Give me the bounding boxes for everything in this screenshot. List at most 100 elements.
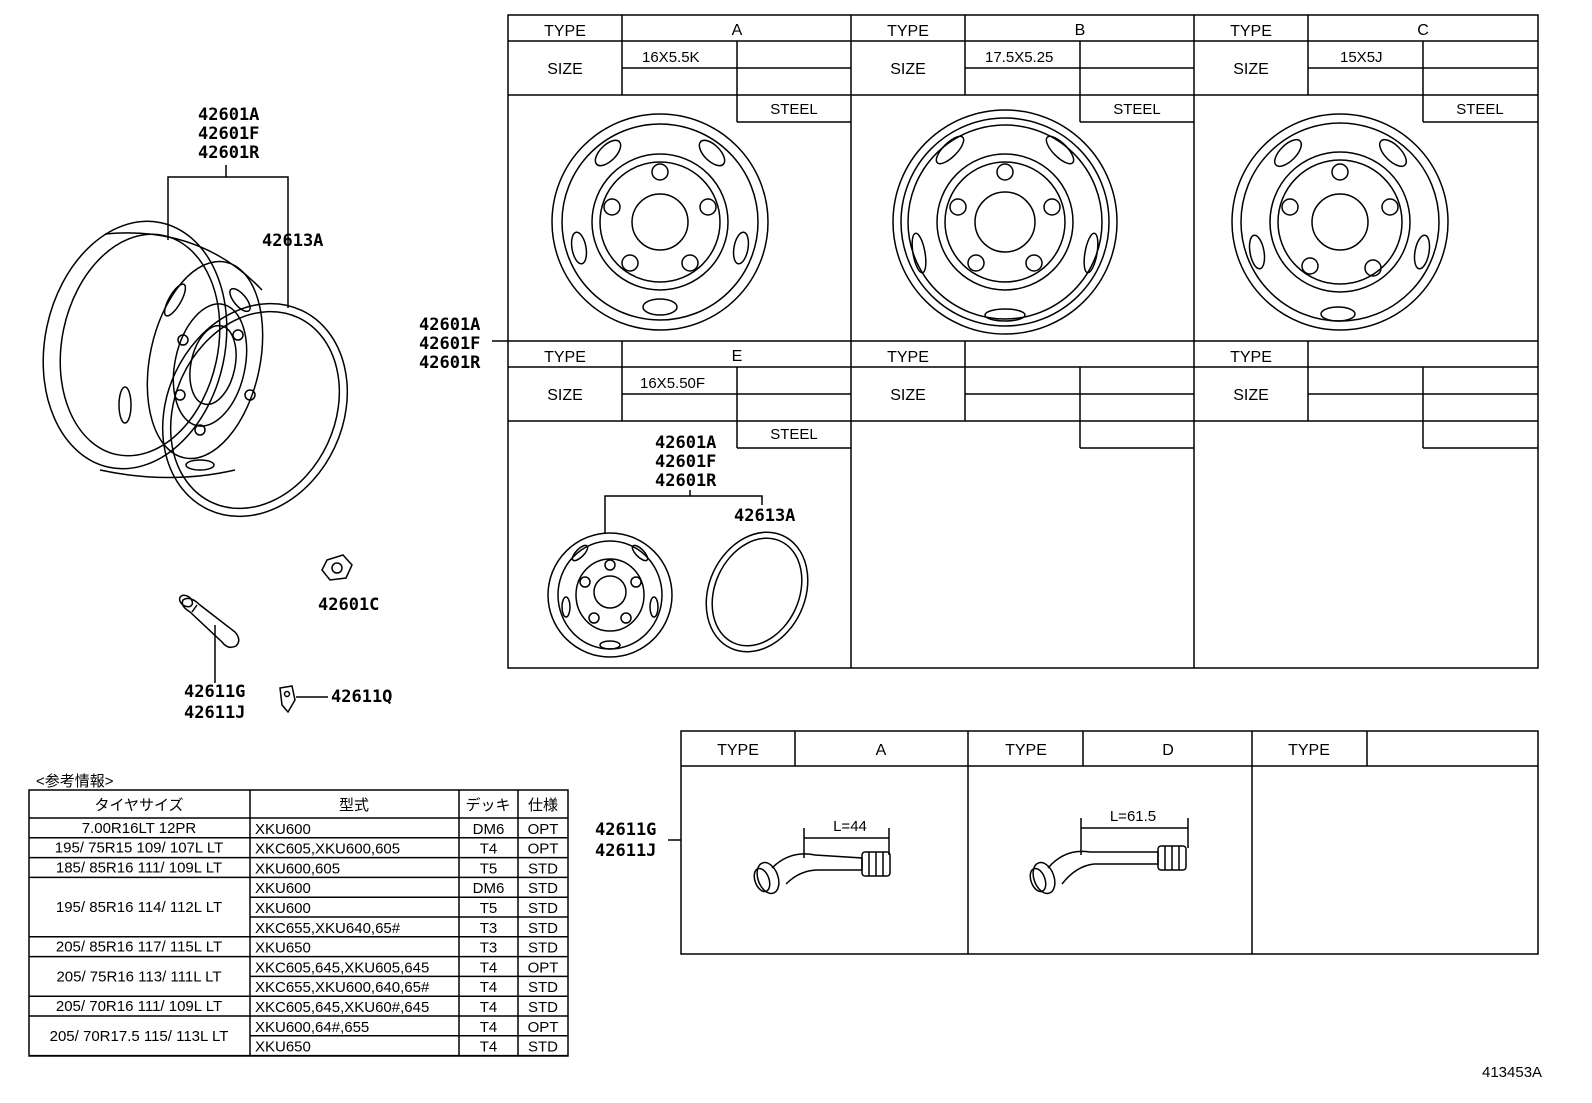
ref-tire-size-cell: 205/ 85R16 117/ 115L LT xyxy=(56,939,222,956)
ref-header-model: 型式 xyxy=(339,797,369,814)
cell-b-type-header: TYPE xyxy=(887,23,929,40)
wheel-a-drawing xyxy=(551,113,769,331)
wheel-c-drawing xyxy=(1231,113,1449,331)
cell-b-type-value: B xyxy=(1075,22,1086,39)
ref-deck-cell: T3 xyxy=(480,920,498,937)
flange-ring-drawing xyxy=(161,302,349,518)
cell-grid-c xyxy=(1194,15,1538,123)
ref-model-cell: XKU600,64#,655 xyxy=(255,1019,369,1036)
table-callout-part-2[interactable]: 42601F xyxy=(419,334,480,354)
valve-cell-a-type-value: A xyxy=(876,742,887,759)
table-callout-part-3[interactable]: 42601R xyxy=(419,353,481,373)
ref-model-cell: XKU600 xyxy=(255,821,311,838)
wheel-e-sub-assembly: 42601A 42601F 42601R 42613A xyxy=(547,433,809,658)
nut-part-number[interactable]: 42601C xyxy=(318,595,379,615)
table-callout-part-1[interactable]: 42601A xyxy=(419,315,480,335)
ref-tire-size-cell: 205/ 70R16 111/ 109L LT xyxy=(56,998,222,1015)
cell-e-sub-part-2[interactable]: 42601F xyxy=(655,452,716,472)
figure-id: 413453A xyxy=(1482,1064,1542,1081)
cell-c-size-header: SIZE xyxy=(1233,61,1269,78)
ref-tire-size-cell: 205/ 75R16 113/ 111L LT xyxy=(56,968,221,985)
ref-model-cell: XKU600 xyxy=(255,900,311,917)
cell-grid-blank-2 xyxy=(1194,341,1538,449)
cell-e-type-value: E xyxy=(732,348,743,365)
cell-blank1-size-header: SIZE xyxy=(890,387,926,404)
ref-deck-cell: DM6 xyxy=(473,821,505,838)
valve-a-drawing: L=44 xyxy=(753,818,891,895)
ref-model-cell: XKU650 xyxy=(255,1039,311,1056)
valve-callout-part-2[interactable]: 42611J xyxy=(595,841,656,861)
cell-blank2-size-header: SIZE xyxy=(1233,387,1269,404)
cell-grid-blank-1 xyxy=(851,341,1194,449)
valve-cell-a-type-header: TYPE xyxy=(717,742,759,759)
cell-grid-b xyxy=(851,15,1194,123)
valve-a-length-label: L=44 xyxy=(833,818,867,835)
cell-e-size-header: SIZE xyxy=(547,387,583,404)
ref-model-cell: XKC605,645,XKU60#,645 xyxy=(255,999,429,1016)
cell-e-material: STEEL xyxy=(770,426,818,443)
ref-deck-cell: T4 xyxy=(480,959,498,976)
cell-b-material: STEEL xyxy=(1113,101,1161,118)
ref-spec-cell: STD xyxy=(528,900,558,917)
ref-tire-size-cell: 195/ 85R16 114/ 112L LT xyxy=(56,899,222,916)
wheel-part-number-3[interactable]: 42601R xyxy=(198,143,260,163)
ref-tire-size-cell: 195/ 75R15 109/ 107L LT xyxy=(55,840,223,857)
ref-model-cell: XKC605,XKU600,605 xyxy=(255,841,400,858)
ref-deck-cell: T3 xyxy=(480,940,498,957)
ref-spec-cell: OPT xyxy=(528,841,559,858)
cell-e-sub-part-1[interactable]: 42601A xyxy=(655,433,716,453)
ref-model-cell: XKU600,605 xyxy=(255,860,340,877)
wheel-part-number-2[interactable]: 42601F xyxy=(198,124,259,144)
ref-spec-cell: STD xyxy=(528,940,558,957)
valve-cell-d-type-header: TYPE xyxy=(1005,742,1047,759)
ref-spec-cell: STD xyxy=(528,860,558,877)
ref-model-cell: XKC655,XKU640,65# xyxy=(255,920,401,937)
cell-e-size-value: 16X5.50F xyxy=(640,375,705,392)
cell-c-type-header: TYPE xyxy=(1230,23,1272,40)
cell-e-sub-ring[interactable]: 42613A xyxy=(734,506,795,526)
ref-deck-cell: T4 xyxy=(480,841,498,858)
ref-deck-cell: T4 xyxy=(480,1019,498,1036)
ref-model-cell: XKU650 xyxy=(255,940,311,957)
cell-c-size-value: 15X5J xyxy=(1340,49,1383,66)
cell-a-size-header: SIZE xyxy=(547,61,583,78)
ref-header-spec: 仕様 xyxy=(528,797,558,814)
ref-tire-size-cell: 185/ 85R16 111/ 109L LT xyxy=(56,860,222,877)
ref-deck-cell: T5 xyxy=(480,860,498,877)
clip-part-number[interactable]: 42611Q xyxy=(331,687,392,707)
left-assembly: 42601A 42601F 42601R 42613A xyxy=(42,105,392,723)
valve-callout-part-1[interactable]: 42611G xyxy=(595,820,656,840)
cell-grid-e xyxy=(508,341,851,449)
ref-spec-cell: STD xyxy=(528,1039,558,1056)
cell-e-type-header: TYPE xyxy=(544,349,586,366)
wheel-leader-line xyxy=(167,176,289,308)
valve-part-number-2[interactable]: 42611J xyxy=(184,703,245,723)
ref-spec-cell: OPT xyxy=(528,1019,559,1036)
ref-spec-cell: STD xyxy=(528,999,558,1016)
ref-model-cell: XKU600 xyxy=(255,880,311,897)
ref-deck-cell: DM6 xyxy=(473,880,505,897)
valve-d-length-label: L=61.5 xyxy=(1110,808,1156,825)
ref-spec-cell: STD xyxy=(528,979,558,996)
cell-grid-a xyxy=(508,15,851,123)
ref-deck-cell: T4 xyxy=(480,1039,498,1056)
valve-d-drawing: L=61.5 xyxy=(1029,808,1189,895)
cell-c-type-value: C xyxy=(1417,22,1429,39)
cell-blank1-type-header: TYPE xyxy=(887,349,929,366)
cell-c-material: STEEL xyxy=(1456,101,1504,118)
ref-header-deck: デッキ xyxy=(465,796,510,814)
ref-tire-size-cell: 7.00R16LT 12PR xyxy=(82,820,197,837)
cell-b-size-header: SIZE xyxy=(890,61,926,78)
cell-e-sub-part-3[interactable]: 42601R xyxy=(655,471,717,491)
cell-a-size-value: 16X5.5K xyxy=(642,49,700,66)
wheel-b-drawing xyxy=(892,109,1118,335)
cell-blank2-type-header: TYPE xyxy=(1230,349,1272,366)
cell-a-type-value: A xyxy=(732,22,743,39)
ring-part-number[interactable]: 42613A xyxy=(262,231,323,251)
valve-cell-blank-type-header: TYPE xyxy=(1288,742,1330,759)
wheel-part-number-1[interactable]: 42601A xyxy=(198,105,259,125)
valve-part-number-1[interactable]: 42611G xyxy=(184,682,245,702)
wheel-drum-drawing xyxy=(42,220,264,479)
ref-deck-cell: T5 xyxy=(480,900,498,917)
